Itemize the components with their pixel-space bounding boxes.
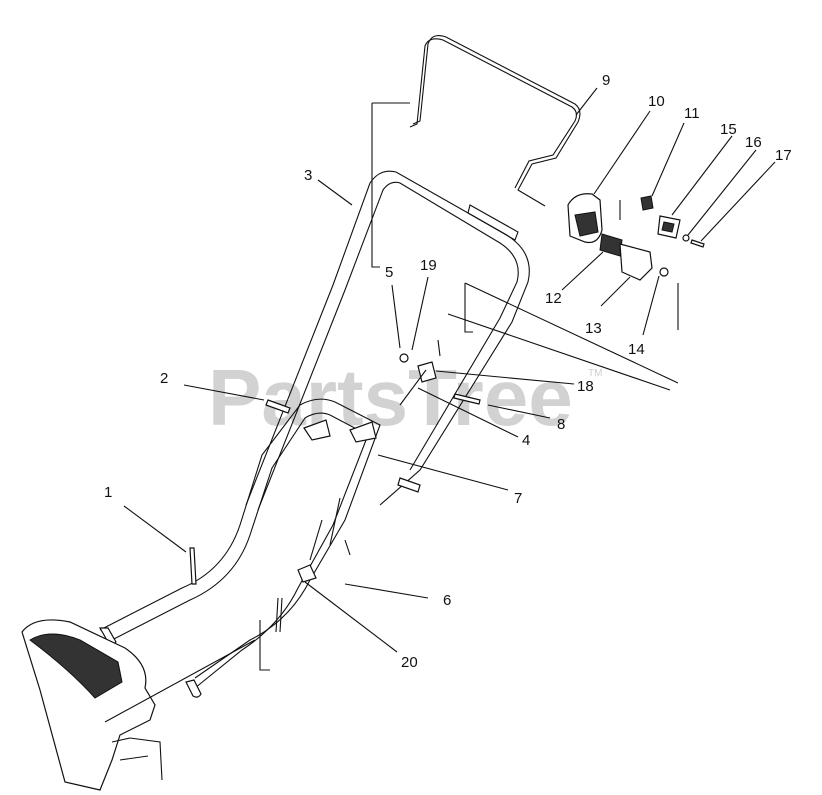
hardware bbox=[189, 339, 481, 633]
control-assembly bbox=[567, 193, 705, 281]
callout-10: 10 bbox=[648, 93, 665, 110]
callout-6: 6 bbox=[443, 592, 451, 609]
callout-3: 3 bbox=[304, 167, 312, 184]
callout-18: 18 bbox=[577, 378, 594, 395]
callout-19: 19 bbox=[420, 257, 437, 274]
watermark: PartsTree TM bbox=[208, 353, 602, 442]
callout-1: 1 bbox=[104, 484, 112, 501]
callout-labels: 1 2 3 4 5 6 7 8 9 10 11 12 13 14 15 16 1… bbox=[104, 72, 792, 671]
callout-9: 9 bbox=[602, 72, 610, 89]
watermark-text: PartsTree bbox=[208, 353, 573, 442]
callout-2: 2 bbox=[160, 370, 168, 387]
callout-17: 17 bbox=[775, 147, 792, 164]
callout-20: 20 bbox=[401, 654, 418, 671]
callout-15: 15 bbox=[720, 121, 737, 138]
mower-housing bbox=[21, 619, 270, 791]
callout-4: 4 bbox=[522, 432, 530, 449]
bail-wire bbox=[412, 35, 581, 207]
watermark-tm: TM bbox=[588, 368, 602, 379]
callout-14: 14 bbox=[628, 341, 645, 358]
upper-handle bbox=[245, 102, 530, 511]
callout-12: 12 bbox=[545, 290, 562, 307]
callout-7: 7 bbox=[514, 490, 522, 507]
leader-lines bbox=[123, 87, 776, 653]
callout-8: 8 bbox=[557, 416, 565, 433]
callout-16: 16 bbox=[745, 134, 762, 151]
callout-13: 13 bbox=[585, 320, 602, 337]
callout-5: 5 bbox=[385, 264, 393, 281]
lower-handle bbox=[98, 398, 381, 698]
callout-11: 11 bbox=[684, 105, 700, 122]
